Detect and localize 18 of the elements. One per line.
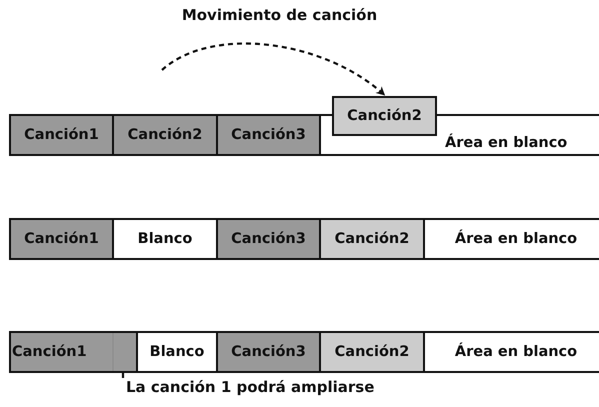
song-segment: Canción1: [9, 218, 114, 260]
blank-segment: Blanco: [112, 218, 218, 260]
dashed-arrow: [161, 42, 386, 96]
blank-segment: Blanco: [136, 331, 218, 373]
song-segment: Canción2: [319, 331, 425, 373]
song-segment: Canción2: [319, 218, 425, 260]
leader-line: [122, 373, 124, 378]
song-segment: Canción1: [9, 331, 138, 373]
song-segment: Canción3: [216, 114, 321, 156]
note-text: La canción 1 podrá ampliarse: [126, 378, 374, 396]
song-segment: Canción2: [332, 96, 437, 136]
song-segment: Canción1: [9, 114, 114, 156]
song-segment: Canción3: [216, 218, 321, 260]
song-segment: Canción2: [112, 114, 218, 156]
blank-segment: Área en blanco: [423, 331, 599, 373]
song-segment: Canción3: [216, 331, 321, 373]
blank-segment: Área en blanco: [423, 218, 599, 260]
diagram-title: Movimiento de canción: [182, 6, 378, 24]
